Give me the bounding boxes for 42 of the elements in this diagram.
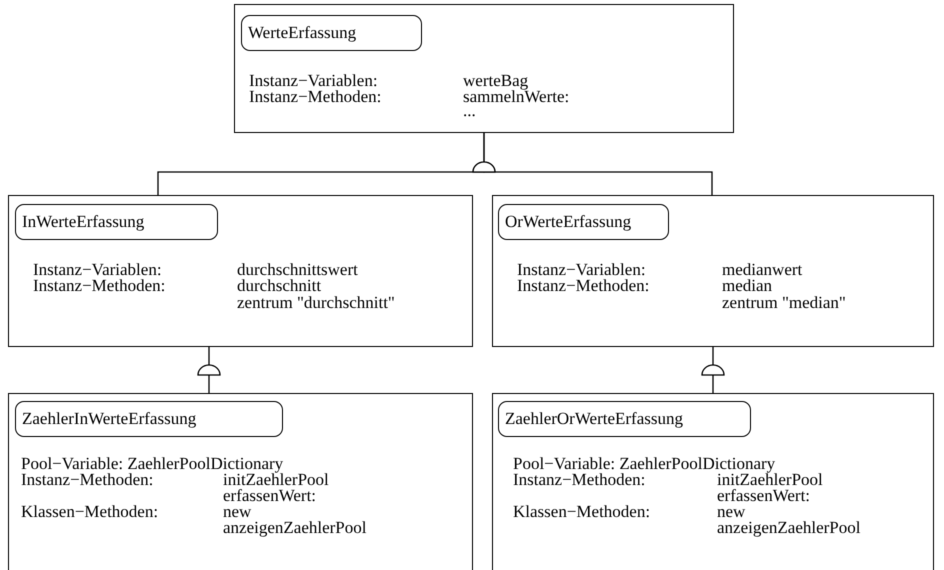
member-name: durchschnittswert bbox=[237, 262, 358, 278]
member-category-label: Pool−Variable: ZaehlerPoolDictionary bbox=[21, 456, 284, 472]
member-name: zentrum "median" bbox=[722, 295, 846, 311]
member-name: sammelnWerte: bbox=[463, 89, 570, 105]
member-name: ... bbox=[463, 103, 476, 119]
member-name: new bbox=[223, 504, 252, 520]
member-category-label: Instanz−Variablen: bbox=[249, 73, 378, 89]
member-category-label: Instanz−Methoden: bbox=[513, 472, 646, 488]
member-name: anzeigenZaehlerPool bbox=[717, 520, 860, 536]
member-category-label: Instanz−Variablen: bbox=[33, 262, 162, 278]
member-name: anzeigenZaehlerPool bbox=[223, 520, 366, 536]
member-name: new bbox=[717, 504, 746, 520]
class-name-label: ZaehlerOrWerteErfassung bbox=[498, 401, 751, 437]
member-name: erfassenWert: bbox=[223, 488, 316, 504]
member-name: initZaehlerPool bbox=[717, 472, 823, 488]
member-name: durchschnitt bbox=[237, 278, 322, 294]
class-box bbox=[8, 195, 473, 347]
inheritance-connector bbox=[701, 347, 725, 393]
class-box bbox=[8, 393, 473, 570]
member-category-label: Instanz−Methoden: bbox=[21, 472, 154, 488]
member-name: werteBag bbox=[463, 73, 528, 89]
member-category-label: Instanz−Methoden: bbox=[33, 278, 166, 294]
member-name: erfassenWert: bbox=[717, 488, 810, 504]
member-category-label: Klassen−Methoden: bbox=[513, 504, 650, 520]
class-box bbox=[234, 4, 734, 133]
class-name-label: ZaehlerInWerteErfassung bbox=[15, 401, 283, 437]
member-name: median bbox=[722, 278, 772, 294]
member-category-label: Instanz−Variablen: bbox=[517, 262, 646, 278]
class-name-label: OrWerteErfassung bbox=[498, 204, 669, 240]
inheritance-connector bbox=[472, 133, 713, 195]
class-name-label: InWerteErfassung bbox=[15, 204, 218, 240]
inheritance-connector bbox=[197, 347, 221, 393]
class-name-label: WerteErfassung bbox=[241, 15, 422, 51]
member-name: medianwert bbox=[722, 262, 802, 278]
member-category-label: Instanz−Methoden: bbox=[249, 89, 382, 105]
member-category-label: Instanz−Methoden: bbox=[517, 278, 650, 294]
class-box bbox=[492, 195, 934, 347]
member-name: zentrum "durchschnitt" bbox=[237, 295, 395, 311]
member-name: initZaehlerPool bbox=[223, 472, 329, 488]
class-box bbox=[492, 393, 934, 570]
member-category-label: Klassen−Methoden: bbox=[21, 504, 158, 520]
member-category-label: Pool−Variable: ZaehlerPoolDictionary bbox=[513, 456, 776, 472]
